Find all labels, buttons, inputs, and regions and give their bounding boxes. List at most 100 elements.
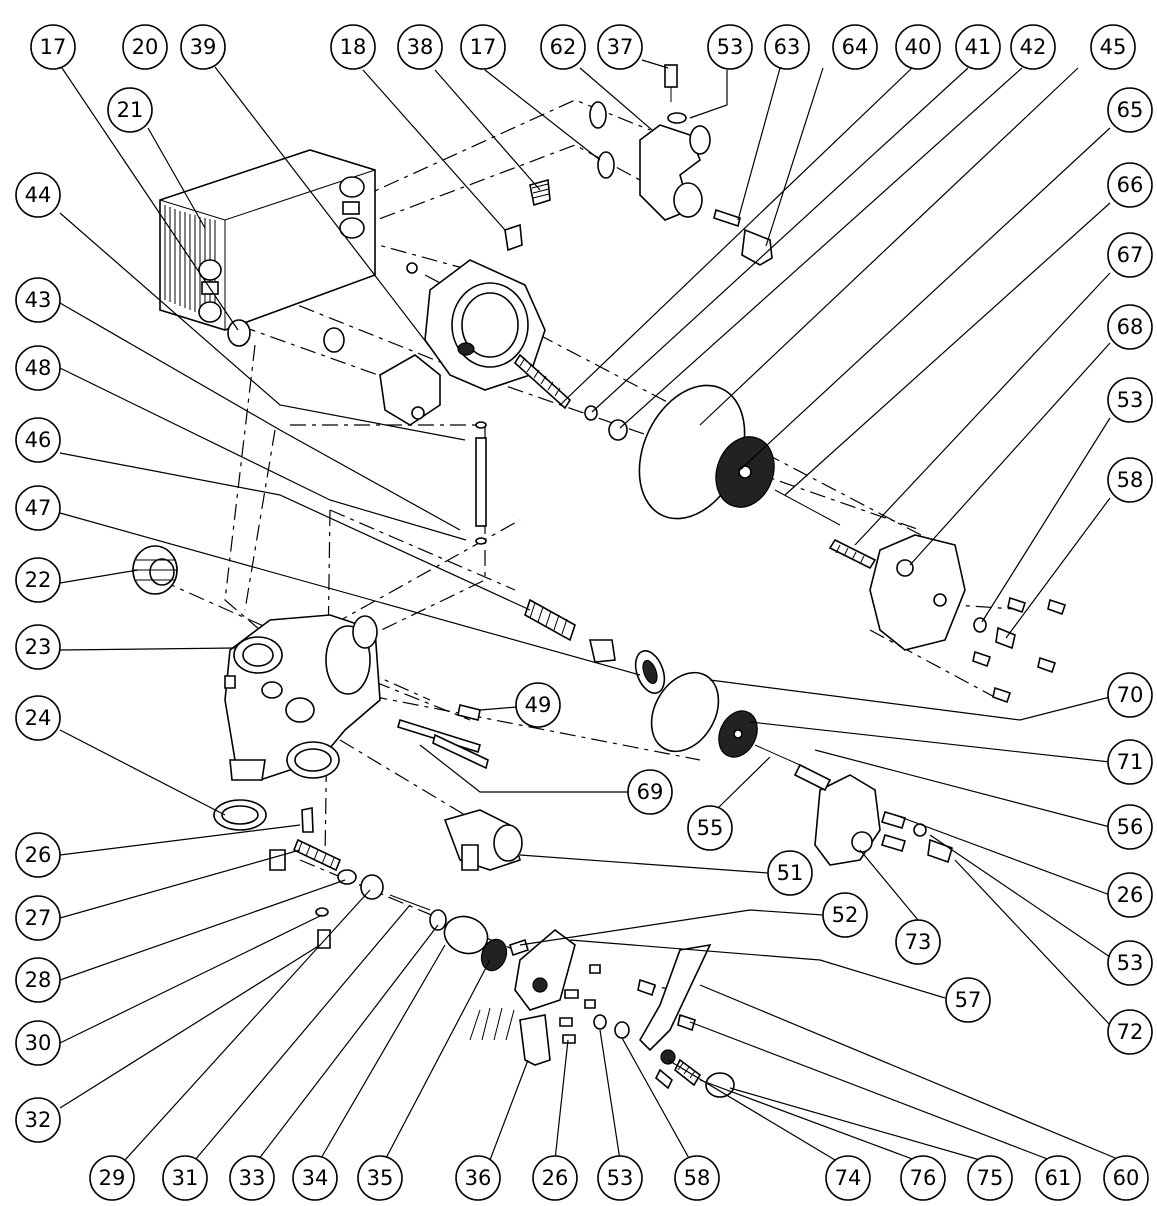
svg-text:41: 41 [965, 35, 992, 59]
callout-61: 61 [1035, 1155, 1081, 1201]
svg-text:57: 57 [955, 988, 982, 1012]
svg-text:48: 48 [25, 356, 52, 380]
callout-29: 29 [89, 1155, 135, 1201]
callout-49: 49 [515, 682, 561, 728]
part-piston-springs-lower [524, 598, 666, 694]
callout-47: 47 [15, 485, 61, 531]
callout-66: 66 [1107, 162, 1153, 208]
svg-text:29: 29 [99, 1166, 126, 1190]
callout-70: 70 [1107, 672, 1153, 718]
svg-text:49: 49 [525, 693, 552, 717]
callout-26: 26 [15, 832, 61, 878]
callout-27: 27 [15, 895, 61, 941]
svg-text:20: 20 [132, 35, 159, 59]
svg-text:74: 74 [835, 1166, 862, 1190]
svg-text:62: 62 [550, 35, 577, 59]
svg-text:53: 53 [607, 1166, 634, 1190]
callout-18: 18 [330, 24, 376, 70]
callout-75: 75 [967, 1155, 1013, 1201]
svg-text:76: 76 [910, 1166, 937, 1190]
callout-17: 17 [460, 24, 506, 70]
svg-text:32: 32 [25, 1108, 52, 1132]
part-diaphragm-upper [638, 384, 841, 526]
callout-52: 52 [822, 892, 868, 938]
callout-69: 69 [627, 769, 673, 815]
svg-text:60: 60 [1113, 1166, 1140, 1190]
callout-76: 76 [900, 1155, 946, 1201]
svg-text:67: 67 [1117, 243, 1144, 267]
callout-57: 57 [945, 977, 991, 1023]
callout-51: 51 [767, 850, 813, 896]
svg-text:73: 73 [905, 930, 932, 954]
callout-74: 74 [825, 1155, 871, 1201]
svg-text:53: 53 [1117, 388, 1144, 412]
callout-53: 53 [597, 1155, 643, 1201]
svg-text:37: 37 [607, 35, 634, 59]
callout-36: 36 [455, 1155, 501, 1201]
callout-35: 35 [357, 1155, 403, 1201]
callout-23: 23 [15, 624, 61, 670]
part-upper-manifold [379, 259, 546, 426]
callout-48: 48 [15, 345, 61, 391]
svg-text:21: 21 [117, 98, 144, 122]
svg-text:23: 23 [25, 635, 52, 659]
callout-53: 53 [707, 24, 753, 70]
svg-text:26: 26 [25, 843, 52, 867]
part-rod [475, 421, 487, 545]
svg-text:46: 46 [25, 428, 52, 452]
part-screws-mid [397, 704, 489, 770]
part-cover-lower [793, 763, 953, 866]
callout-46: 46 [15, 417, 61, 463]
callout-58: 58 [674, 1155, 720, 1201]
svg-text:18: 18 [340, 35, 367, 59]
callout-68: 68 [1107, 304, 1153, 350]
callout-71: 71 [1107, 739, 1153, 785]
callout-20: 20 [122, 24, 168, 70]
svg-text:61: 61 [1045, 1166, 1072, 1190]
svg-text:65: 65 [1117, 98, 1144, 122]
callout-17: 17 [30, 24, 76, 70]
part-spring-assembly-upper [513, 353, 628, 441]
callout-43: 43 [15, 277, 61, 323]
callout-44: 44 [15, 172, 61, 218]
callout-40: 40 [895, 24, 941, 70]
part-diaphragm-lower [650, 671, 801, 766]
callout-26: 26 [1107, 872, 1153, 918]
svg-text:47: 47 [25, 496, 52, 520]
callout-73: 73 [895, 919, 941, 965]
svg-text:36: 36 [465, 1166, 492, 1190]
svg-text:55: 55 [697, 816, 724, 840]
callout-32: 32 [15, 1097, 61, 1143]
svg-text:35: 35 [367, 1166, 394, 1190]
svg-text:66: 66 [1117, 173, 1144, 197]
svg-text:40: 40 [905, 35, 932, 59]
callout-53: 53 [1107, 377, 1153, 423]
svg-text:39: 39 [190, 35, 217, 59]
callout-38: 38 [397, 24, 443, 70]
callout-67: 67 [1107, 232, 1153, 278]
svg-text:31: 31 [172, 1166, 199, 1190]
callout-53: 53 [1107, 940, 1153, 986]
part-sensor-housing [639, 64, 773, 266]
part-lever-right [593, 943, 735, 1098]
callout-65: 65 [1107, 87, 1153, 133]
svg-text:63: 63 [774, 35, 801, 59]
callout-41: 41 [955, 24, 1001, 70]
svg-text:58: 58 [684, 1166, 711, 1190]
callout-39: 39 [180, 24, 226, 70]
callout-56: 56 [1107, 804, 1153, 850]
svg-text:24: 24 [25, 706, 52, 730]
svg-text:43: 43 [25, 288, 52, 312]
callout-64: 64 [832, 24, 878, 70]
callout-42: 42 [1010, 24, 1056, 70]
callout-58: 58 [1107, 457, 1153, 503]
svg-text:53: 53 [1117, 951, 1144, 975]
svg-text:38: 38 [407, 35, 434, 59]
callout-33: 33 [229, 1155, 275, 1201]
callout-31: 31 [162, 1155, 208, 1201]
callout-62: 62 [540, 24, 586, 70]
part-heat-exchanger [159, 149, 376, 331]
svg-text:72: 72 [1117, 1020, 1144, 1044]
svg-text:22: 22 [25, 568, 52, 592]
